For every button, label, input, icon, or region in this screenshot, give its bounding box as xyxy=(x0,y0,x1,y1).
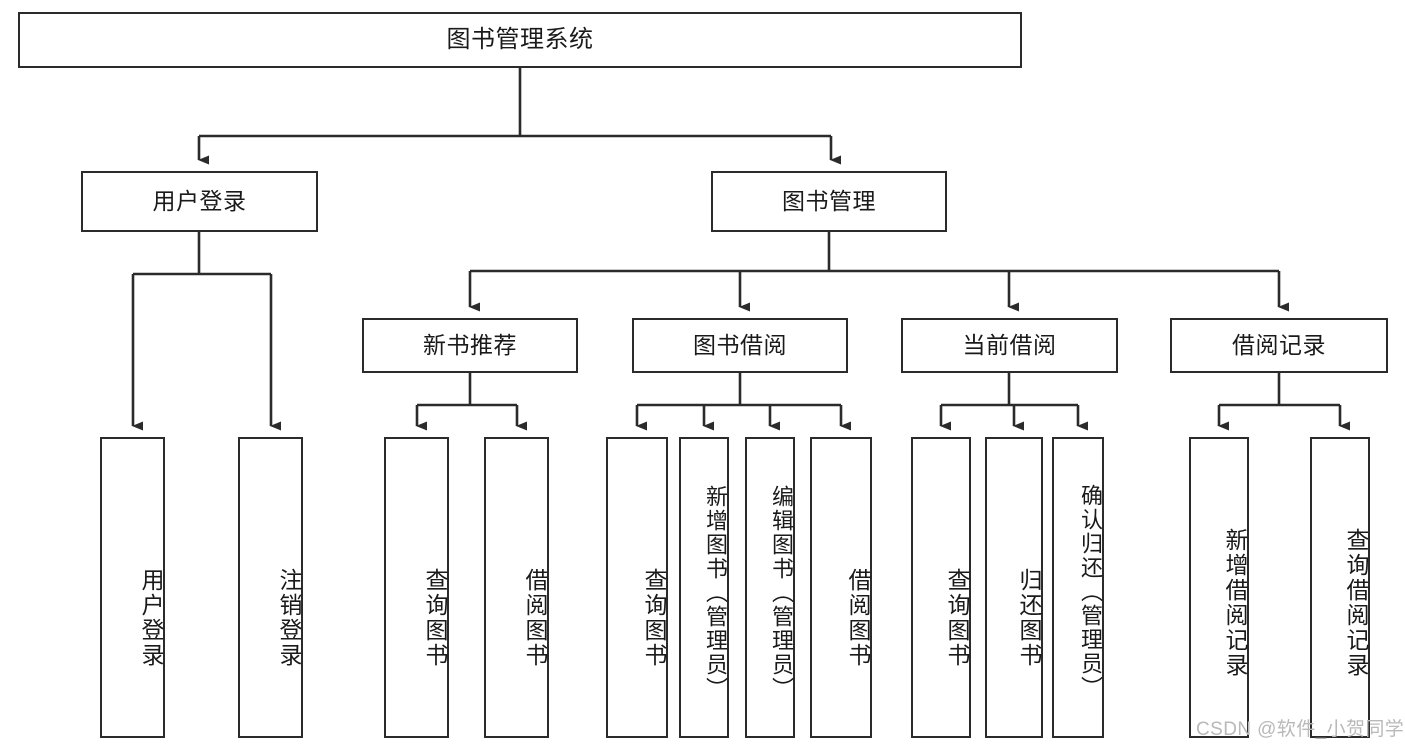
node-leaf-query-borrow-record[interactable]: 查询借阅记录 xyxy=(1310,437,1370,738)
node-leaf-confirm-return-admin[interactable]: 确认归还（管理员） xyxy=(1052,437,1104,738)
node-new-book-recommend[interactable]: 新书推荐 xyxy=(362,318,578,373)
node-leaf-add-borrow-record-label: 新增借阅记录 xyxy=(1222,527,1248,678)
node-user-login-label: 用户登录 xyxy=(152,187,247,214)
node-leaf-user-logout-label: 注销登录 xyxy=(276,567,302,668)
node-borrow-record-label: 借阅记录 xyxy=(1232,331,1326,358)
node-root[interactable]: 图书管理系统 xyxy=(18,12,1022,68)
node-borrow-record[interactable]: 借阅记录 xyxy=(1170,318,1388,373)
node-leaf-query-book-recommend[interactable]: 查询图书 xyxy=(384,437,449,738)
node-book-borrow-label: 图书借阅 xyxy=(693,331,787,358)
node-leaf-query-book-current-label: 查询图书 xyxy=(944,567,970,668)
node-book-manage-label: 图书管理 xyxy=(782,187,876,214)
node-leaf-query-book-borrow[interactable]: 查询图书 xyxy=(606,437,668,738)
node-book-borrow[interactable]: 图书借阅 xyxy=(632,318,848,373)
node-leaf-edit-book-admin[interactable]: 编辑图书（管理员） xyxy=(745,437,795,738)
node-leaf-user-login-label: 用户登录 xyxy=(138,567,164,668)
node-leaf-add-book-admin-label: 新增图书（管理员） xyxy=(703,484,728,701)
node-user-login[interactable]: 用户登录 xyxy=(81,171,318,232)
node-new-book-recommend-label: 新书推荐 xyxy=(423,331,517,358)
node-current-borrow-label: 当前借阅 xyxy=(962,331,1057,358)
node-leaf-query-book-borrow-label: 查询图书 xyxy=(641,567,667,668)
node-leaf-borrow-book-label: 借阅图书 xyxy=(845,567,871,668)
node-leaf-borrow-book-recommend[interactable]: 借阅图书 xyxy=(484,437,549,738)
node-leaf-query-book-recommend-label: 查询图书 xyxy=(422,567,448,668)
node-root-label: 图书管理系统 xyxy=(446,25,594,53)
node-leaf-user-logout[interactable]: 注销登录 xyxy=(238,437,303,738)
node-leaf-add-borrow-record[interactable]: 新增借阅记录 xyxy=(1189,437,1249,738)
node-current-borrow[interactable]: 当前借阅 xyxy=(901,318,1118,373)
node-leaf-add-book-admin[interactable]: 新增图书（管理员） xyxy=(679,437,729,738)
node-leaf-edit-book-admin-label: 编辑图书（管理员） xyxy=(769,484,794,701)
node-leaf-user-login[interactable]: 用户登录 xyxy=(100,437,165,738)
node-leaf-borrow-book-recommend-label: 借阅图书 xyxy=(522,567,548,668)
node-leaf-query-borrow-record-label: 查询借阅记录 xyxy=(1343,527,1369,678)
node-leaf-query-book-current[interactable]: 查询图书 xyxy=(911,437,971,738)
node-book-manage[interactable]: 图书管理 xyxy=(711,171,947,232)
node-leaf-return-book-label: 归还图书 xyxy=(1016,567,1042,668)
node-leaf-return-book[interactable]: 归还图书 xyxy=(985,437,1043,738)
node-leaf-confirm-return-admin-label: 确认归还（管理员） xyxy=(1078,483,1103,700)
csdn-watermark: CSDN @软件_小贺同学 xyxy=(1196,719,1405,740)
node-leaf-borrow-book[interactable]: 借阅图书 xyxy=(810,437,872,738)
